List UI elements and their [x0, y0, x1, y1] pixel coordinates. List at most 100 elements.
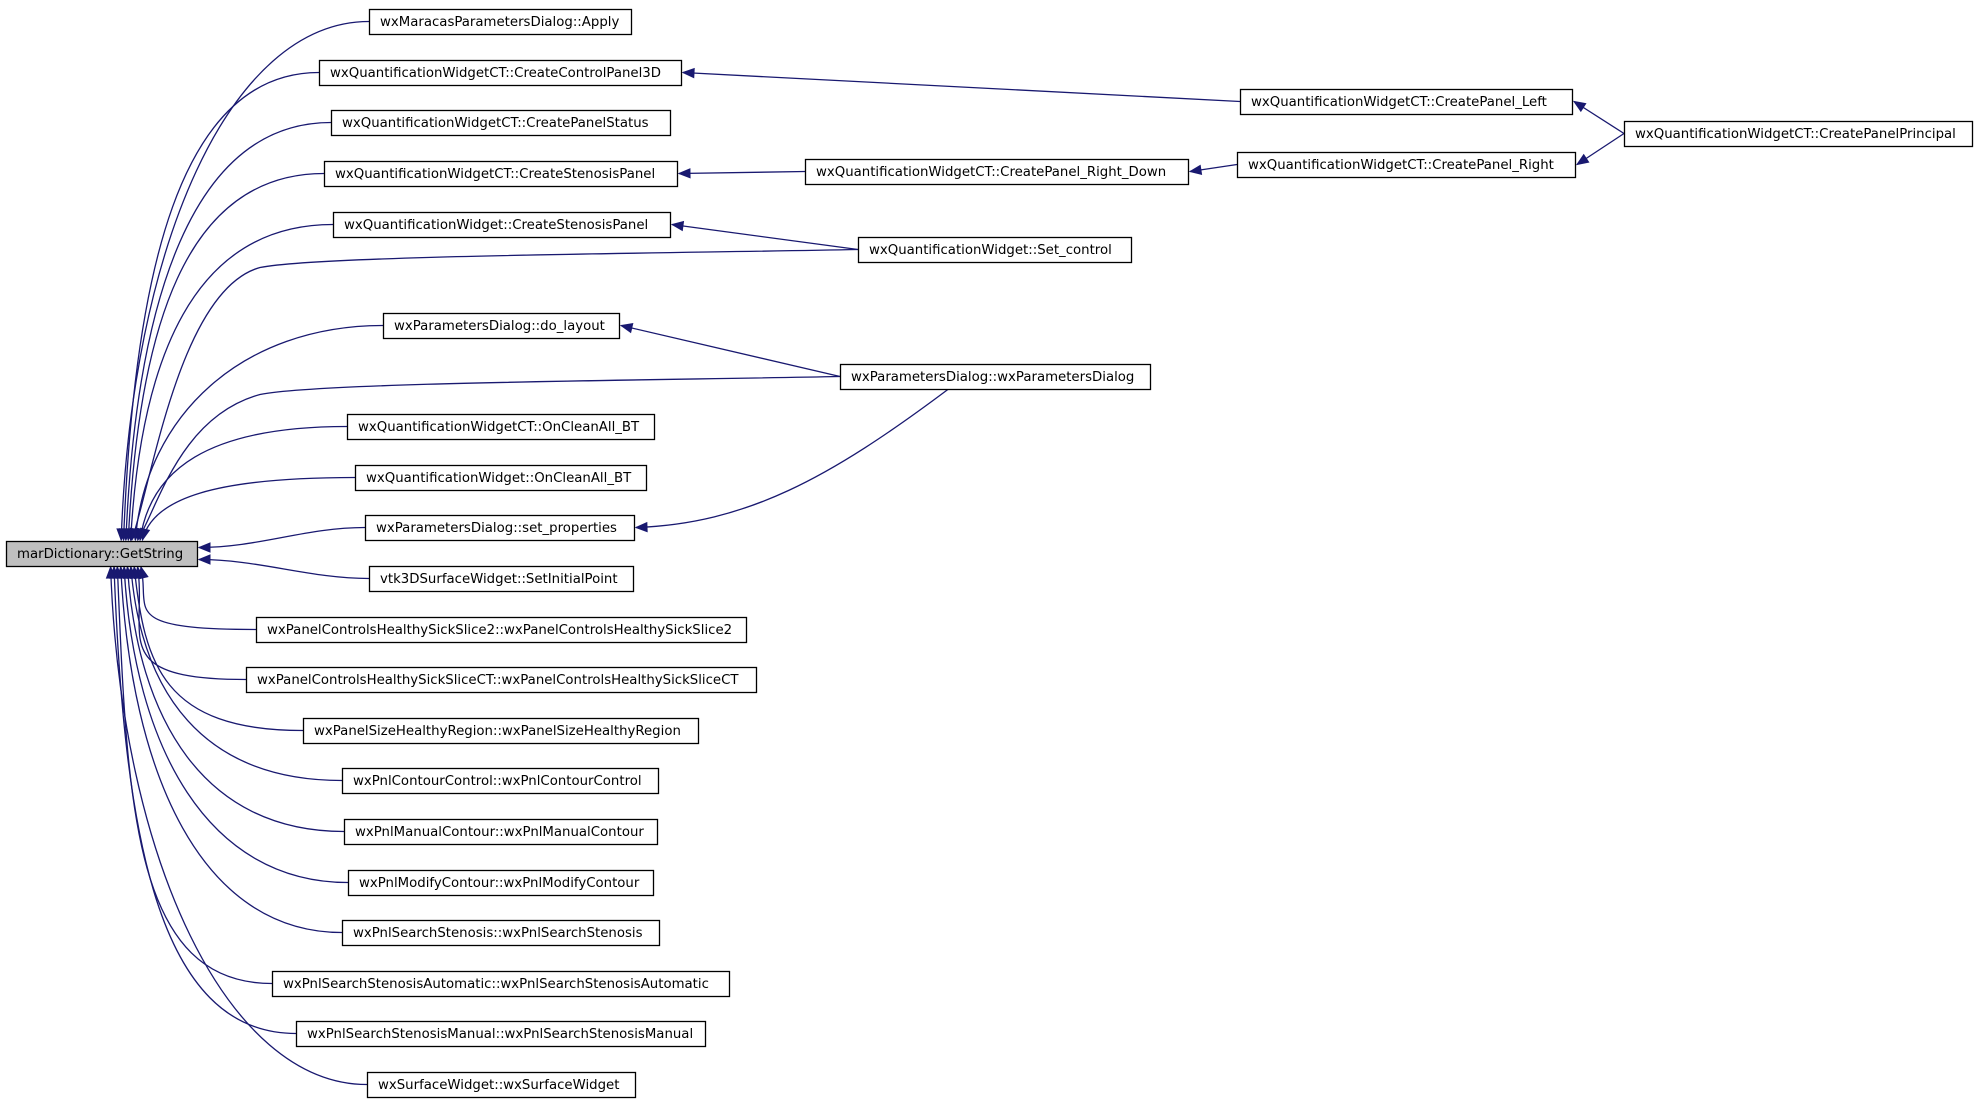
node-box [341, 767, 660, 795]
node-box [839, 363, 1152, 391]
arrowhead [681, 67, 695, 79]
function-node[interactable]: wxQuantificationWidgetCT::OnCleanAll_BT [346, 413, 656, 441]
node-label: wxSurfaceWidget::wxSurfaceWidget [378, 1078, 619, 1093]
function-node[interactable]: wxParametersDialog::set_properties [364, 514, 636, 542]
function-node[interactable]: wxQuantificationWidgetCT::CreatePanelPri… [1623, 120, 1974, 148]
arrowhead [634, 521, 648, 533]
arrowhead [140, 527, 151, 542]
node-box [382, 312, 621, 340]
node-label: wxQuantificationWidgetCT::CreatePanelSta… [342, 116, 649, 131]
node-label: wxPnlSearchStenosisAutomatic::wxPnlSearc… [283, 977, 709, 992]
node-box [857, 236, 1133, 264]
node-box [364, 514, 636, 542]
function-node[interactable]: wxMaracasParametersDialog::Apply [368, 8, 633, 36]
node-label: wxParametersDialog::wxParametersDialog [851, 370, 1134, 385]
node-label: wxPnlContourControl::wxPnlContourControl [353, 774, 642, 789]
function-node[interactable]: wxPanelControlsHealthySickSlice2::wxPane… [255, 616, 748, 644]
call-edge [136, 566, 247, 681]
node-label: wxQuantificationWidgetCT::OnCleanAll_BT [358, 420, 640, 435]
call-edge [134, 324, 384, 541]
node-label: wxPanelControlsHealthySickSlice2::wxPane… [267, 623, 732, 638]
arrowhead [1572, 100, 1587, 113]
call-edges [109, 20, 1625, 1086]
node-box [343, 818, 659, 846]
root-node: marDictionary::GetString [5, 540, 199, 568]
call-edge [120, 566, 343, 934]
function-node[interactable]: wxPnlSearchStenosisManual::wxPnlSearchSt… [295, 1020, 707, 1048]
node-label: wxQuantificationWidgetCT::CreateControlP… [330, 66, 661, 81]
function-nodes: marDictionary::GetString wxMaracasParamet… [5, 8, 1974, 1099]
node-box [366, 1071, 637, 1099]
arrowhead [670, 220, 685, 232]
node-label: wxPnlManualContour::wxPnlManualContour [355, 825, 644, 840]
function-node[interactable]: wxQuantificationWidgetCT::CreatePanel_Le… [1239, 88, 1574, 116]
call-edge [139, 425, 348, 541]
node-label: wxQuantificationWidgetCT::CreateStenosis… [335, 167, 655, 182]
function-node[interactable]: wxQuantificationWidget::CreateStenosisPa… [332, 211, 672, 239]
node-box [245, 666, 758, 694]
function-node[interactable]: wxQuantificationWidgetCT::CreatePanelSta… [330, 109, 672, 137]
arrowhead [1188, 164, 1203, 175]
call-edge [113, 566, 297, 1035]
node-box [354, 464, 648, 492]
function-node[interactable]: wxQuantificationWidgetCT::CreateControlP… [318, 59, 683, 87]
call-edge [678, 170, 806, 175]
node-label: wxQuantificationWidget::CreateStenosisPa… [344, 218, 648, 233]
call-edge [109, 566, 368, 1086]
node-label: wxMaracasParametersDialog::Apply [380, 15, 619, 30]
function-node[interactable]: wxQuantificationWidgetCT::CreatePanel_Ri… [804, 158, 1190, 186]
node-box [302, 717, 700, 745]
node-box [330, 109, 672, 137]
call-edge [133, 566, 304, 732]
call-edge [126, 566, 345, 833]
function-node[interactable]: wxPnlManualContour::wxPnlManualContour [343, 818, 659, 846]
call-edge [125, 121, 332, 541]
call-edge [682, 71, 1241, 103]
function-node[interactable]: wxParametersDialog::wxParametersDialog [839, 363, 1152, 391]
function-node[interactable]: wxQuantificationWidgetCT::CreateStenosis… [323, 160, 679, 188]
call-edge [122, 71, 320, 541]
arrowhead [197, 554, 211, 565]
function-node[interactable]: wxPnlContourControl::wxPnlContourControl [341, 767, 660, 795]
node-box [1623, 120, 1974, 148]
arrowhead [677, 168, 691, 179]
node-box [318, 59, 683, 87]
node-label: marDictionary::GetString [17, 547, 183, 562]
node-label: wxPnlSearchStenosis::wxPnlSearchStenosis [353, 926, 643, 941]
node-box [255, 616, 748, 644]
node-box [346, 413, 656, 441]
node-label: wxQuantificationWidgetCT::CreatePanelPri… [1635, 127, 1956, 142]
node-label: vtk3DSurfaceWidget::SetInitialPoint [380, 572, 618, 587]
node-box [347, 869, 655, 897]
call-edge [198, 558, 370, 580]
node-box [1236, 151, 1577, 179]
call-edge [131, 248, 859, 541]
function-node[interactable]: wxQuantificationWidget::OnCleanAll_BT [354, 464, 648, 492]
node-box [368, 565, 635, 593]
node-label: wxPnlSearchStenosisManual::wxPnlSearchSt… [307, 1027, 693, 1042]
function-node[interactable]: wxPanelControlsHealthySickSliceCT::wxPan… [245, 666, 758, 694]
node-box [341, 919, 661, 947]
function-node[interactable]: wxPnlModifyContour::wxPnlModifyContour [347, 869, 655, 897]
node-label: wxQuantificationWidget::Set_control [869, 243, 1112, 258]
function-node[interactable]: wxPnlSearchStenosis::wxPnlSearchStenosis [341, 919, 661, 947]
arrowhead [619, 323, 634, 334]
node-label: wxQuantificationWidgetCT::CreatePanel_Ri… [1248, 158, 1554, 173]
node-box [323, 160, 679, 188]
function-node[interactable]: wxQuantificationWidgetCT::CreatePanel_Ri… [1236, 151, 1577, 179]
function-node[interactable]: wxSurfaceWidget::wxSurfaceWidget [366, 1071, 637, 1099]
function-node[interactable]: wxQuantificationWidget::Set_control [857, 236, 1133, 264]
node-label: wxQuantificationWidgetCT::CreatePanel_Le… [1251, 95, 1547, 110]
call-edge [127, 172, 325, 541]
call-edge [140, 566, 257, 631]
node-box [332, 211, 672, 239]
arrowhead [197, 542, 211, 553]
call-arrowheads [105, 67, 1590, 580]
call-edge [671, 223, 859, 251]
function-node[interactable]: wxParametersDialog::do_layout [382, 312, 621, 340]
call-edge [120, 20, 370, 541]
function-node[interactable]: wxPnlSearchStenosisAutomatic::wxPnlSearc… [271, 970, 731, 998]
function-node[interactable]: vtk3DSurfaceWidget::SetInitialPoint [368, 565, 635, 593]
function-node[interactable]: wxPanelSizeHealthyRegion::wxPanelSizeHea… [302, 717, 700, 745]
